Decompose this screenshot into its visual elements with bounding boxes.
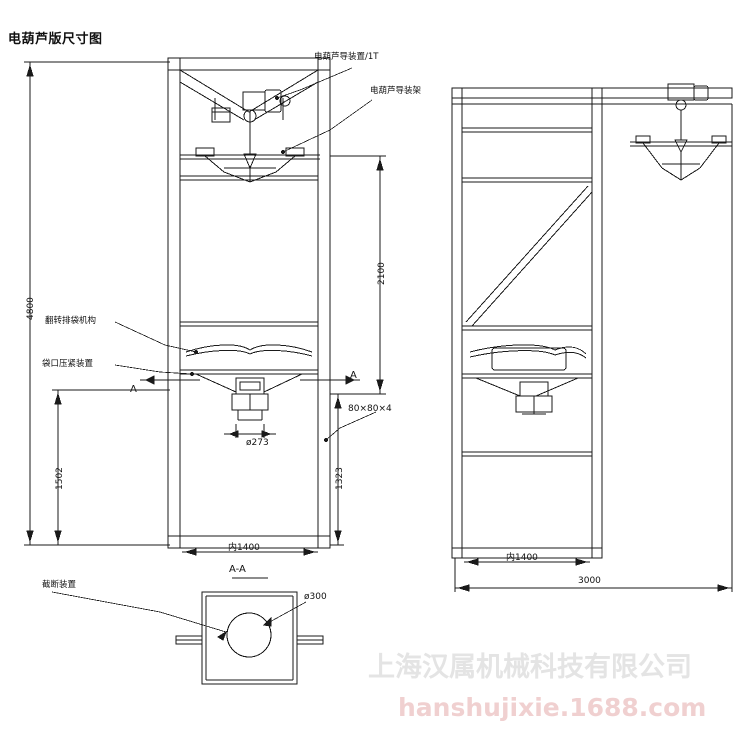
label-hoist-device: 电葫芦导装置/1T: [314, 52, 379, 62]
dim-height-2100: 2100: [377, 262, 387, 285]
dim-height-1502: 1502: [55, 467, 65, 490]
label-tube-spec: 80×80×4: [348, 404, 392, 414]
dim-inner-width-right: 内1400: [506, 553, 538, 563]
section-mark-right: A: [350, 370, 357, 381]
label-dia-273: ø273: [246, 438, 269, 448]
label-dia-300: ø300: [304, 592, 327, 602]
watermark-url: hanshujixie.1688.com: [398, 693, 707, 722]
dim-inner-width-left: 内1400: [228, 543, 260, 553]
section-mark-left: A: [130, 384, 137, 395]
label-cut-device: 截断装置: [42, 580, 77, 590]
dim-width-3000: 3000: [578, 576, 601, 586]
dim-height-4800: 4800: [26, 297, 36, 320]
page-title: 电葫芦版尺寸图: [8, 32, 103, 47]
section-title: A-A: [229, 564, 246, 575]
watermark-company: 上海汉属机械科技有限公司: [368, 652, 692, 683]
label-rotate-mechanism: 翻转排袋机构: [45, 316, 97, 326]
label-bag-clamp: 袋口压紧装置: [42, 359, 94, 369]
label-hoist-frame: 电葫芦导装架: [370, 86, 422, 96]
dim-height-1323: 1323: [335, 467, 345, 490]
